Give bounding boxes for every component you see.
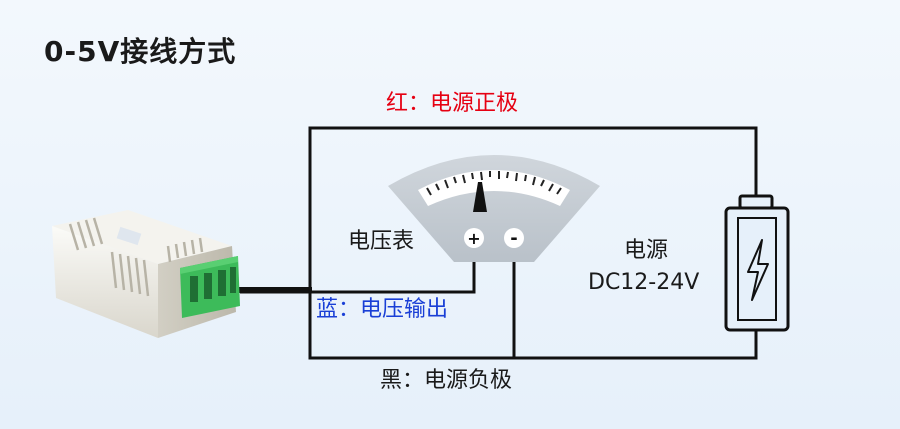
voltmeter-label: 电压表 xyxy=(348,229,415,254)
device-vents xyxy=(68,217,204,297)
page-title: 0-5V接线方式 xyxy=(44,35,237,68)
meter-plus-terminal xyxy=(464,228,484,248)
meter-tick-marks xyxy=(426,171,562,196)
meter-plus-symbol: + xyxy=(467,229,480,248)
bottom-wire xyxy=(308,290,758,360)
transmitter-device xyxy=(52,210,240,338)
meter-minus-terminal xyxy=(504,228,524,248)
battery-body xyxy=(724,206,790,332)
blue-wire-label: 蓝：电压输出 xyxy=(316,297,449,322)
battery-cap xyxy=(738,194,774,210)
battery-inner xyxy=(737,217,777,321)
black-wire-label: 黑：电源负极 xyxy=(380,368,513,393)
top-wire xyxy=(308,126,758,290)
lightning-icon xyxy=(747,239,769,301)
circuit-wires xyxy=(236,126,758,360)
device-label-sticker xyxy=(116,226,142,246)
power-label: 电源 xyxy=(624,238,669,263)
meter-plus-wire xyxy=(240,248,476,294)
power-supply-battery xyxy=(724,194,790,332)
meter-scale-face xyxy=(418,170,570,206)
power-voltage-label: DC12-24V xyxy=(588,270,700,295)
device-left-face xyxy=(52,226,158,338)
meter-needle xyxy=(473,182,487,212)
red-wire-label: 红：电源正极 xyxy=(386,91,519,116)
green-terminal-block xyxy=(180,256,240,318)
voltmeter: + - xyxy=(388,155,600,262)
meter-minus-symbol: - xyxy=(510,228,517,249)
